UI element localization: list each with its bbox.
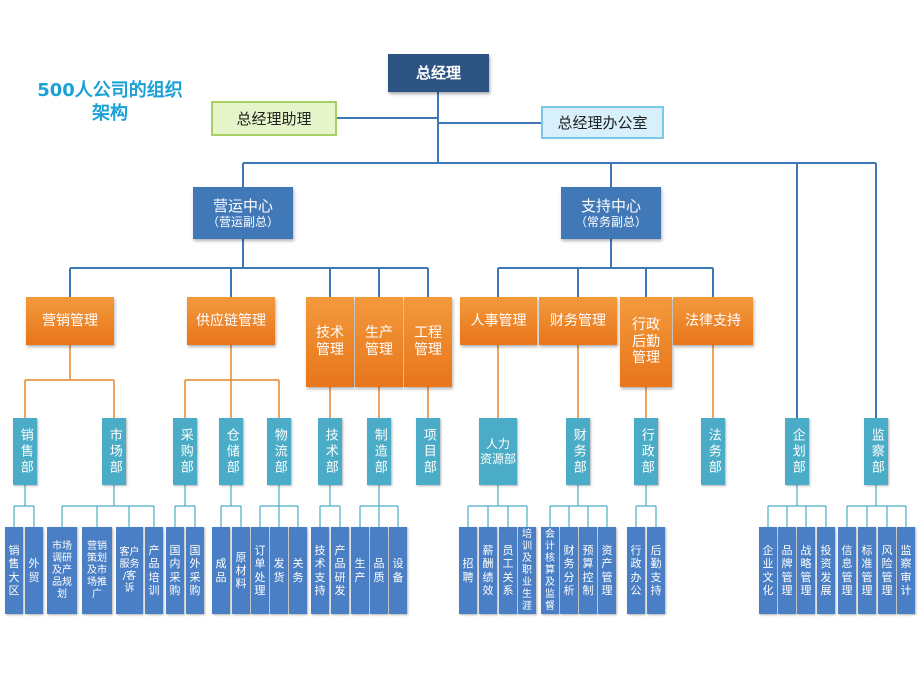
leaf-equipment: 设 备 xyxy=(389,527,407,614)
finance-dept-box: 财务部 xyxy=(566,418,590,485)
leaf-tech-support: 技 术 支 持 xyxy=(311,527,329,614)
legal-dept-box: 法务部 xyxy=(701,418,725,485)
warehouse-dept-label: 仓储部 xyxy=(223,427,239,476)
support-center-sub: （常务副总） xyxy=(574,214,647,229)
leaf-standard-management: 标 准 管 理 xyxy=(858,527,876,614)
leaf-strategy-management: 战 略 管 理 xyxy=(797,527,815,614)
technical-management-box: 技术 管理 xyxy=(306,297,354,387)
audit-dept-label: 监察部 xyxy=(868,427,884,476)
office-box: 总经理办公室 xyxy=(541,106,664,139)
logistics-dept-label: 物流部 xyxy=(271,427,287,476)
legal-dept-label: 法务部 xyxy=(705,427,721,476)
leaf-budget-control: 预 算 控 制 xyxy=(579,527,597,614)
project-dept-label: 项目部 xyxy=(420,427,436,476)
support-center-label: 支持中心 xyxy=(580,196,641,215)
leaf-product-rd: 产 品 研 发 xyxy=(331,527,349,614)
production-management-box: 生产 管理 xyxy=(355,297,403,387)
leaf-employee-relations: 员 工 关 系 xyxy=(499,527,517,614)
leaf-investment-development: 投 资 发 展 xyxy=(817,527,835,614)
engineering-management-box: 工程 管理 xyxy=(404,297,452,387)
leaf-accounting: 会 计 核 算 及 监 督 xyxy=(541,527,559,614)
leaf-product-training: 产 品 培 训 xyxy=(145,527,163,614)
project-dept-box: 项目部 xyxy=(416,418,440,485)
leaf-risk-management: 风 险 管 理 xyxy=(878,527,896,614)
leaf-production: 生 产 xyxy=(351,527,369,614)
leaf-admin-office: 行 政 办 公 xyxy=(627,527,645,614)
leaf-information-management: 信 息 管 理 xyxy=(838,527,856,614)
operations-center-label: 营运中心 xyxy=(212,196,273,215)
logistics-dept-box: 物流部 xyxy=(267,418,291,485)
leaf-market-research: 市场 调研 及产 品规 划 xyxy=(47,527,77,614)
leaf-marketing-plan: 营销 策划 及市 场推 广 xyxy=(82,527,112,614)
supply-chain-management-box: 供应链管理 xyxy=(187,297,275,345)
general-manager-box: 总经理 xyxy=(388,54,489,92)
leaf-foreign-purchase: 国 外 采 购 xyxy=(186,527,204,614)
warehouse-dept-box: 仓储部 xyxy=(219,418,243,485)
leaf-financial-analysis: 财 务 分 析 xyxy=(560,527,578,614)
tech-dept-label: 技术部 xyxy=(322,427,338,476)
manufacturing-dept-box: 制造部 xyxy=(367,418,391,485)
admin-management-box: 行政 后勤 管理 xyxy=(620,297,672,387)
leaf-quality: 品 质 xyxy=(370,527,388,614)
leaf-compensation: 薪 酬 绩 效 xyxy=(479,527,497,614)
leaf-domestic-purchase: 国 内 采 购 xyxy=(166,527,184,614)
admin-dept-label: 行政部 xyxy=(638,427,654,476)
assistant-box: 总经理助理 xyxy=(211,101,337,136)
sales-dept-box: 销售部 xyxy=(13,418,37,485)
purchasing-dept-box: 采购部 xyxy=(173,418,197,485)
marketing-management-box: 营销管理 xyxy=(26,297,114,345)
leaf-training-career: 培 训 及 职 业 生 涯 xyxy=(518,527,536,614)
tech-dept-box: 技术部 xyxy=(318,418,342,485)
legal-support-box: 法律支持 xyxy=(673,297,753,345)
leaf-asset-management: 资 产 管 理 xyxy=(598,527,616,614)
finance-management-box: 财务管理 xyxy=(539,297,617,345)
leaf-logistics-support: 后 勤 支 持 xyxy=(647,527,665,614)
sales-dept-label: 销售部 xyxy=(17,427,33,476)
planning-dept-box: 企划部 xyxy=(785,418,809,485)
page-title: 500人公司的组织 架构 xyxy=(37,80,183,124)
market-dept-box: 市场部 xyxy=(102,418,126,485)
market-dept-label: 市场部 xyxy=(106,427,122,476)
operations-center-box: 营运中心 （营运副总） xyxy=(193,187,293,239)
hr-dept-box: 人力 资源部 xyxy=(479,418,517,485)
leaf-recruitment: 招 聘 xyxy=(459,527,477,614)
leaf-customs: 关 务 xyxy=(289,527,307,614)
leaf-customer-service: 客户 服务 /客 诉 xyxy=(116,527,143,614)
operations-center-sub: （营运副总） xyxy=(206,214,279,229)
leaf-corporate-culture: 企 业 文 化 xyxy=(759,527,777,614)
leaf-shipping: 发 货 xyxy=(270,527,288,614)
finance-dept-label: 财务部 xyxy=(570,427,586,476)
audit-dept-box: 监察部 xyxy=(864,418,888,485)
leaf-finished-goods: 成 品 xyxy=(212,527,230,614)
leaf-order-processing: 订 单 处 理 xyxy=(251,527,269,614)
leaf-raw-material: 原 材 料 xyxy=(232,527,250,614)
leaf-audit-inspection: 监 察 审 计 xyxy=(897,527,915,614)
hr-management-box: 人事管理 xyxy=(460,297,537,345)
manufacturing-dept-label: 制造部 xyxy=(371,427,387,476)
leaf-sales-area: 销 售 大 区 xyxy=(5,527,23,614)
leaf-foreign-trade: 外 贸 xyxy=(25,527,43,614)
purchasing-dept-label: 采购部 xyxy=(177,427,193,476)
admin-dept-box: 行政部 xyxy=(634,418,658,485)
planning-dept-label: 企划部 xyxy=(789,427,805,476)
support-center-box: 支持中心 （常务副总） xyxy=(561,187,661,239)
leaf-brand-management: 品 牌 管 理 xyxy=(778,527,796,614)
